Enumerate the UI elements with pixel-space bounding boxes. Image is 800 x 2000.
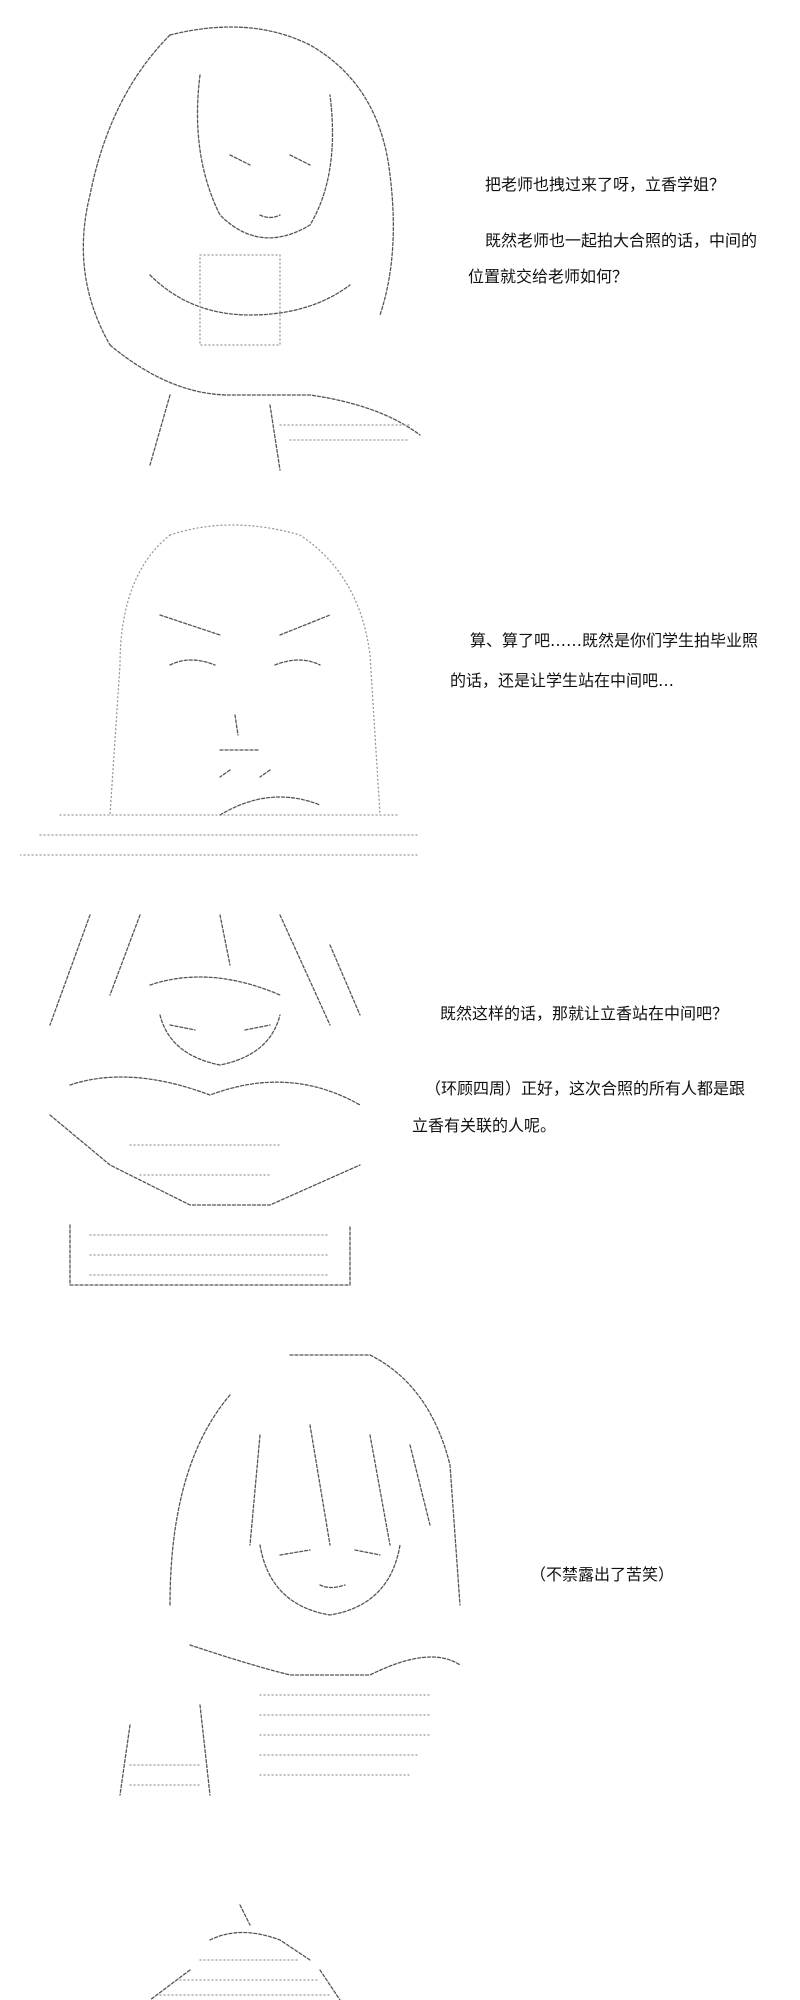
ascii-art-character-5: [130, 1900, 350, 2000]
dialogue-line: （环顾四周）正好，这次合照的所有人都是跟: [425, 1079, 746, 1098]
ascii-art-character-1: [50, 15, 430, 475]
dialogue-line: 既然老师也一起拍大合照的话，中间的: [485, 231, 758, 250]
dialogue-line: 的话，还是让学生站在中间吧…: [450, 671, 675, 690]
dialogue-line: 算、算了吧……既然是你们学生拍毕业照: [470, 631, 759, 650]
dialogue-line: 位置就交给老师如何？: [468, 267, 629, 286]
ascii-art-character-2: [20, 515, 430, 875]
dialogue-line: （不禁露出了苦笑）: [530, 1565, 675, 1584]
ascii-art-character-3: [30, 905, 390, 1295]
dialogue-line: 既然这样的话，那就让立香站在中间吧？: [440, 1004, 729, 1023]
dialogue-line: 立香有关联的人呢。: [412, 1116, 557, 1135]
ascii-art-character-4: [110, 1345, 470, 1805]
dialogue-line: 把老师也拽过来了呀，立香学姐？: [485, 175, 726, 194]
